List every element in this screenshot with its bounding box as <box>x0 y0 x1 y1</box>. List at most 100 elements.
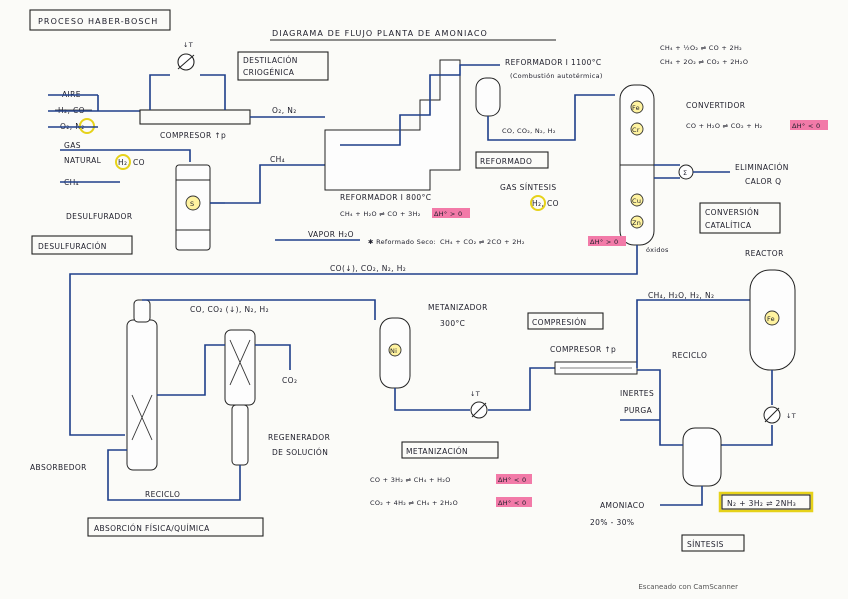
eq-meth2: CO₂ + 4H₂ ⇌ CH₄ + 2H₂O <box>370 499 458 507</box>
cu-catalyst-icon <box>630 193 644 207</box>
reform-dh-highlight <box>432 208 470 218</box>
n2-highlight <box>79 118 95 134</box>
purga-label: PURGA <box>624 406 653 415</box>
recycle-loop-1 <box>107 449 241 501</box>
eq-shift: CO + H₂O ⇌ CO₂ + H₂ <box>686 122 763 130</box>
eliminacion-label: ELIMINACIÓN <box>735 163 789 172</box>
metanizador-l2: 300°C <box>440 319 465 328</box>
input-gas: GAS <box>64 141 81 150</box>
absorcion-box <box>87 517 264 537</box>
cr-catalyst-icon <box>630 122 644 136</box>
regenerador-l2: DE SOLUCIÓN <box>272 448 328 457</box>
destilacion-box <box>237 51 329 81</box>
compressor-1 <box>139 109 251 125</box>
metanizacion-label: METANIZACIÓN <box>406 447 468 456</box>
shift-dh-highlight <box>790 120 828 130</box>
ni-catalyst: Ni <box>390 347 397 355</box>
ni-catalyst-icon <box>388 343 402 357</box>
meth1-dh-highlight <box>496 474 532 484</box>
nh3-box <box>721 494 811 510</box>
conversion-l1: CONVERSIÓN <box>705 208 759 217</box>
reformador1-out: CO, CO₂, N₂, H₂ <box>502 127 556 135</box>
recycle-loop-2 <box>637 369 683 446</box>
input-natural: NATURAL <box>64 156 102 165</box>
reformer-2-furnace <box>324 59 461 191</box>
seco-label: ✱ Reformado Seco: <box>368 238 436 246</box>
absorption-stream-label: CO, CO₂ (↓), N₂, H₂ <box>190 305 269 314</box>
zn-catalyst-icon <box>630 215 644 229</box>
cooler-arrow <box>471 402 487 418</box>
reformador2-label: REFORMADOR I 800°C <box>340 193 431 202</box>
h2-highlight <box>115 154 131 170</box>
desulfuracion-box <box>31 235 133 255</box>
eq-meth1: CO + 3H₂ ⇌ CH₄ + H₂O <box>370 476 451 484</box>
reformer-1-out-line <box>487 94 615 141</box>
calor-label: CALOR Q <box>745 177 781 186</box>
cooler-arrow <box>764 407 780 423</box>
destilacion-l2: CRIOGÉNICA <box>243 68 295 77</box>
ammonia-out <box>660 486 703 506</box>
absorber-overhead <box>142 299 376 320</box>
absorber-top <box>133 299 151 323</box>
reformador1-label: REFORMADOR I 1100°C <box>505 58 602 67</box>
reformado-label: REFORMADO <box>480 157 532 166</box>
compressor-1-label: COMPRESOR ↑p <box>160 131 226 140</box>
process-title: PROCESO HABER-BOSCH <box>38 17 158 26</box>
separator-vessel <box>682 427 722 487</box>
sintesis-label: SÍNTESIS <box>687 540 724 549</box>
eq-seco: CH₄ + CO₂ ⇌ 2CO + 2H₂ <box>440 238 525 246</box>
fe-catalyst: Fe <box>632 104 640 112</box>
ch4-line-label: CH₄ <box>270 155 285 164</box>
eq-meth1-dh: ΔH° < 0 <box>498 476 526 484</box>
eq-reform-dh: ΔH° > 0 <box>434 210 462 218</box>
cr-catalyst: Cr <box>632 126 640 134</box>
reactor-out <box>720 370 773 446</box>
absorber-column <box>126 319 158 471</box>
eq-nh3: N₂ + 3H₂ ⇌ 2NH₃ <box>727 499 796 508</box>
nh3-highlight <box>718 491 814 513</box>
reactor-label: REACTOR <box>745 249 784 258</box>
regenerador-l1: REGENERADOR <box>268 433 330 442</box>
reactor-dt: ↓T <box>786 412 796 420</box>
reactor-feed-line <box>636 299 760 368</box>
zn-catalyst: Zn <box>632 219 641 227</box>
absorber-to-regen <box>157 344 225 396</box>
gas-sintesis-label: GAS SÍNTESIS <box>500 183 557 192</box>
scanner-watermark: Escaneado con CamScanner <box>638 583 738 591</box>
cu-catalyst: Cu <box>632 197 641 205</box>
natural-gas-lines <box>60 149 191 183</box>
shift-out-line <box>69 245 638 436</box>
reciclo-1-label: RECICLO <box>145 490 180 499</box>
reactor-fe: Fe <box>767 315 775 323</box>
desulfurador-label: DESULFURADOR <box>66 212 132 221</box>
s-catalyst: S <box>190 200 194 208</box>
s-catalyst-icon <box>185 195 201 211</box>
meth2-dh-highlight <box>496 497 532 507</box>
eq-seco-dh: ΔH° > 0 <box>590 238 618 246</box>
cooler-dt: ↓T <box>183 41 193 49</box>
regenerator-packing <box>229 339 251 386</box>
sigma-symbol: Σ <box>683 169 687 177</box>
seco-dh-highlight <box>588 236 626 246</box>
reformador1-sub: (Combustión autotérmica) <box>510 72 603 80</box>
compresion-label: COMPRESIÓN <box>532 318 587 327</box>
vapor-label: VAPOR H₂O <box>308 230 354 239</box>
co2-label: CO₂ <box>282 376 297 385</box>
diagram-title: DIAGRAMA DE FLUJO PLANTA DE AMONIACO <box>272 29 488 38</box>
reciclo-2-label: RECICLO <box>672 351 707 360</box>
compressor-2-label: COMPRESOR ↑p <box>550 345 616 354</box>
reformado-box <box>475 151 549 169</box>
absorbedor-label: ABSORBEDOR <box>30 463 87 472</box>
co2-out <box>255 344 291 370</box>
absorcion-label: ABSORCIÓN FÍSICA/QUÍMICA <box>94 524 210 533</box>
distillation-loop <box>149 74 226 110</box>
methanation-dt: ↓T <box>470 390 480 398</box>
methanator-out-line <box>394 367 555 411</box>
conversion-box <box>699 202 781 234</box>
reactor-fe-icon <box>764 310 780 326</box>
air-feed-lines <box>48 94 140 128</box>
metanizacion-box <box>401 441 499 459</box>
desulfuracion-label: DESULFURACIÓN <box>38 242 107 251</box>
